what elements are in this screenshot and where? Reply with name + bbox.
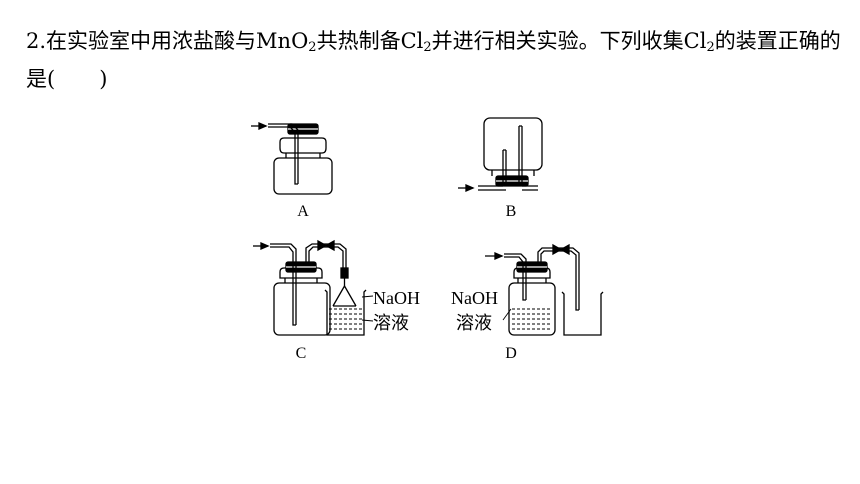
liquid-d [512, 308, 552, 330]
question-text: 2.在实验室中用浓盐酸与MnO2共热制备Cl2并进行相关实验。下列收集Cl2的装… [26, 29, 841, 91]
solution-label-c: 溶液 [373, 313, 409, 333]
option-label-a: A [297, 203, 309, 220]
naoh-label-c: NaOH [373, 288, 420, 308]
bottle-b [483, 117, 543, 171]
tube-b [502, 149, 507, 186]
apparatus-b: B [458, 117, 543, 220]
apparatus-a: A [251, 122, 333, 220]
inlet-tube-c [270, 243, 297, 326]
beaker-d [561, 291, 604, 336]
outlet-tube-c [305, 243, 347, 268]
outlet-tube-d [537, 247, 580, 311]
naoh-label-d: NaOH [451, 288, 498, 308]
option-label-d: D [505, 345, 517, 362]
arrow-icon [260, 242, 270, 250]
funnel-c [332, 285, 357, 307]
arrow-icon [258, 122, 268, 130]
inlet-tube-a [268, 123, 299, 185]
apparatus-c: NaOH 溶液 C [253, 239, 420, 362]
option-label-c: C [296, 345, 307, 362]
clamp-icon [317, 239, 335, 252]
arrow-icon [494, 252, 504, 260]
clamp-icon [552, 243, 570, 256]
solution-label-d: 溶液 [456, 313, 492, 333]
bottle-c [279, 267, 323, 279]
inlet-tube-d [504, 253, 527, 301]
beaker-c [324, 289, 367, 336]
liquid-c [329, 308, 362, 330]
question-number: 2. [26, 29, 47, 53]
apparatus-d: NaOH 溶液 D [451, 243, 604, 362]
bottle-a [279, 137, 327, 154]
option-label-b: B [506, 203, 517, 220]
arrow-icon [465, 184, 475, 192]
